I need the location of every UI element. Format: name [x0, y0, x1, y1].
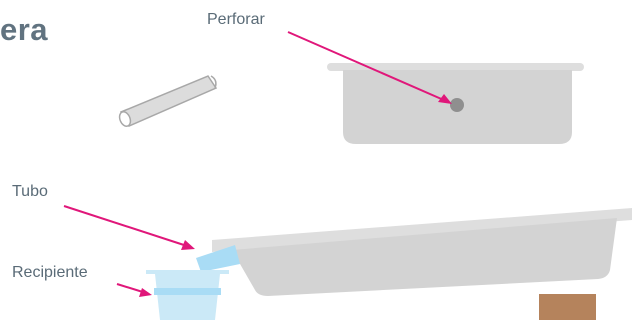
- wood-block-icon: [539, 294, 596, 320]
- container-icon: [146, 270, 229, 320]
- label-perforar: Perforar: [207, 11, 265, 28]
- label-tubo: Tubo: [12, 183, 48, 200]
- leader-line-perforar: [287, 31, 447, 102]
- drill-hole-icon: [450, 98, 464, 112]
- arrowhead-tubo: [181, 240, 195, 250]
- leader-line-tubo: [63, 205, 188, 247]
- leader-arrowheads: [139, 94, 452, 297]
- water-tube-icon: [196, 245, 240, 272]
- label-recipiente: Recipiente: [12, 264, 88, 281]
- diagram-title: era: [0, 12, 49, 47]
- tube-pipe-icon: [118, 75, 218, 127]
- arrowhead-perforar: [438, 94, 452, 104]
- tray-tilted-icon: [212, 208, 632, 296]
- arrowhead-recipiente: [139, 288, 152, 297]
